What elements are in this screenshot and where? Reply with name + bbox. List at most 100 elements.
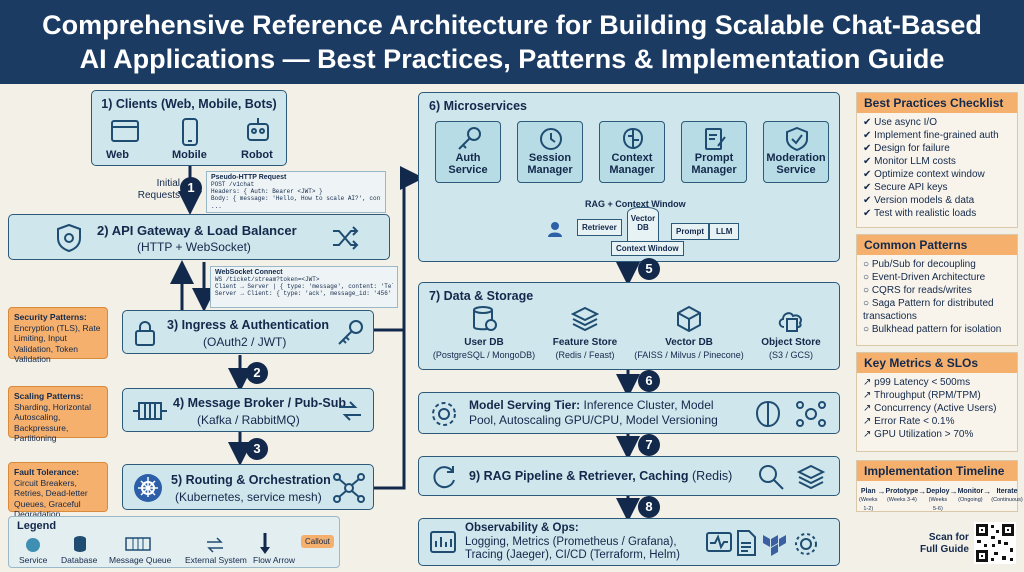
routing-subtitle: (Kubernetes, service mesh) [175, 490, 322, 504]
legend-title: Legend [17, 520, 57, 532]
qr-caption-line-2: Full Guide [920, 544, 969, 555]
client-mobile-label: Mobile [172, 149, 207, 161]
terraform-icon [763, 535, 786, 556]
moderation-label-2: Service [776, 164, 816, 176]
qr-caption: Scan for Full Guide [920, 532, 969, 556]
routing-orchestration-box: 5) Routing & Orchestration (Kubernetes, … [122, 464, 374, 510]
timeline-arrow-icon: → [949, 487, 958, 496]
object-store-node: Object Store (S3 / GCS) [745, 305, 837, 361]
cache-stack-icon [797, 464, 825, 490]
pseudo-http-line-1: POST /v1chat [211, 181, 255, 188]
step-8-badge: 8 [638, 496, 660, 518]
metric-text: Error Rate < 0.1% [874, 416, 955, 427]
timeline-arrow-icon: → [877, 487, 886, 496]
refresh-cycle-icon [433, 466, 455, 489]
security-callout-text: Encryption (TLS), Rate Limiting, Input V… [14, 322, 101, 365]
routing-title: 5) Routing & Orchestration [171, 473, 331, 487]
fault-tolerance-callout: Fault Tolerance: Circuit Breakers, Retri… [8, 462, 108, 519]
pseudo-http-line-4: ... [211, 202, 222, 210]
history-clock-icon [540, 128, 562, 150]
timeline-panel: Implementation Timeline Plan(Weeks 1-2)→… [856, 460, 1023, 514]
timeline-step: Iterate(Continuous) [991, 487, 1023, 514]
model-serving-box: Model Serving Tier: Inference Cluster, M… [418, 392, 840, 434]
vector-db-store-label: Vector DB [665, 337, 713, 348]
clients-box: 1) Clients (Web, Mobile, Bots) Web Mobil… [91, 90, 287, 166]
pattern-text: CQRS for reads/writes [871, 285, 972, 296]
best-practice-item: ✔ Secure API keys [863, 181, 1011, 194]
user-db-node: User DB (PostgreSQL / MongoDB) [429, 305, 539, 361]
kubernetes-icon [134, 474, 162, 502]
pattern-item: ○ Bulkhead pattern for isolation [863, 323, 1011, 336]
search-icon [759, 465, 784, 490]
best-practice-item: ✔ Test with realistic loads [863, 207, 1011, 220]
object-store-label: Object Store [761, 337, 821, 348]
best-practice-item: ✔ Monitor LLM costs [863, 155, 1011, 168]
ws-line-2: Client → Server | { type: 'message', con… [215, 283, 393, 291]
step-1-badge: 1 [180, 177, 202, 199]
pseudo-http-title: Pseudo-HTTP Request [211, 174, 287, 181]
metric-item: ↗ GPU Utilization > 70% [863, 428, 1011, 441]
layers-icon [570, 306, 600, 332]
timeline-step-label: Monitor [957, 488, 984, 495]
best-practice-bullet-icon: ✔ [863, 117, 875, 128]
pattern-bullet-icon: ○ [863, 272, 872, 283]
qr-code[interactable] [974, 522, 1016, 564]
observability-text: Observability & Ops: Logging, Metrics (P… [465, 522, 680, 563]
legend-external-label: External System [185, 555, 247, 565]
timeline-step: Plan(Weeks 1-2) [859, 487, 878, 514]
pattern-text: Pub/Sub for decoupling [871, 259, 976, 270]
key-icon [338, 320, 363, 345]
best-practices-list: ✔ Use async I/O✔ Implement fine-grained … [857, 113, 1017, 223]
user-db-label: User DB [464, 337, 504, 348]
pattern-item: ○ CQRS for reads/writes [863, 284, 1011, 297]
cube-icon [677, 305, 701, 333]
initial-requests-label: Initial Requests [137, 178, 180, 201]
user-db-tech: (PostgreSQL / MongoDB) [432, 350, 536, 360]
rag-text: 9) RAG Pipeline & Retriever, Caching (Re… [469, 469, 732, 483]
best-practice-item: ✔ Design for failure [863, 142, 1011, 155]
best-practice-text: Version models & data [874, 195, 975, 206]
timeline-step-label: Plan [860, 488, 876, 495]
vector-db-store-node: Vector DB (FAISS / Milvus / Pinecone) [631, 305, 747, 361]
pattern-item: ○ Event-Driven Architecture [863, 271, 1011, 284]
best-practice-text: Secure API keys [874, 182, 948, 193]
best-practice-text: Optimize context window [874, 169, 985, 180]
scaling-callout-title: Scaling Patterns: [14, 391, 84, 401]
page-title-line-1: Comprehensive Reference Architecture for… [42, 10, 982, 40]
pattern-item: ○ Pub/Sub for decoupling [863, 258, 1011, 271]
timeline-step-weeks: (Weeks 5-6) [928, 497, 948, 512]
context-window-node: Context Window [611, 241, 684, 256]
legend-flow-label: Flow Arrow [253, 555, 296, 565]
fault-callout-title: Fault Tolerance: [14, 467, 80, 477]
api-gateway-title: 2) API Gateway & Load Balancer [97, 223, 297, 238]
timeline-step-weeks: (Weeks 3-4) [886, 497, 917, 503]
best-practice-text: Design for failure [874, 143, 950, 154]
timeline-title: Implementation Timeline [857, 461, 1017, 481]
pseudo-http-line-2: Headers: { Auth: Bearer <JWT> } [211, 188, 323, 196]
timeline-step-weeks: (Ongoing) [958, 497, 983, 503]
log-file-icon [737, 530, 756, 556]
pattern-bullet-icon: ○ [863, 298, 872, 309]
timeline-steps: Plan(Weeks 1-2)→Prototype(Weeks 3-4)→Dep… [857, 481, 1023, 514]
session-label-1: Session [528, 152, 572, 164]
key-metrics-list: ↗ p99 Latency < 500ms↗ Throughput (RPM/T… [857, 373, 1017, 444]
mobile-icon [182, 118, 198, 146]
ws-line-3: Server → Client: { type: 'ack', message_… [215, 290, 393, 298]
api-gateway-box: 2) API Gateway & Load Balancer (HTTP + W… [8, 214, 390, 260]
legend-external-icon [207, 537, 223, 553]
feature-store-tech: (Redis / Feast) [555, 350, 615, 360]
metric-bullet-icon: ↗ [863, 429, 875, 440]
shield-check-icon [786, 126, 808, 152]
best-practice-bullet-icon: ✔ [863, 156, 875, 167]
legend-database-icon [74, 536, 86, 552]
object-store-tech: (S3 / GCS) [768, 350, 813, 360]
message-broker-box: 4) Message Broker / Pub-Sub (Kafka / Rab… [122, 388, 374, 432]
moderation-label-1: Moderation [766, 152, 826, 164]
security-patterns-callout: Security Patterns: Encryption (TLS), Rat… [8, 307, 108, 364]
best-practice-item: ✔ Version models & data [863, 194, 1011, 207]
step-6-badge: 6 [638, 370, 660, 392]
best-practice-bullet-icon: ✔ [863, 169, 875, 180]
